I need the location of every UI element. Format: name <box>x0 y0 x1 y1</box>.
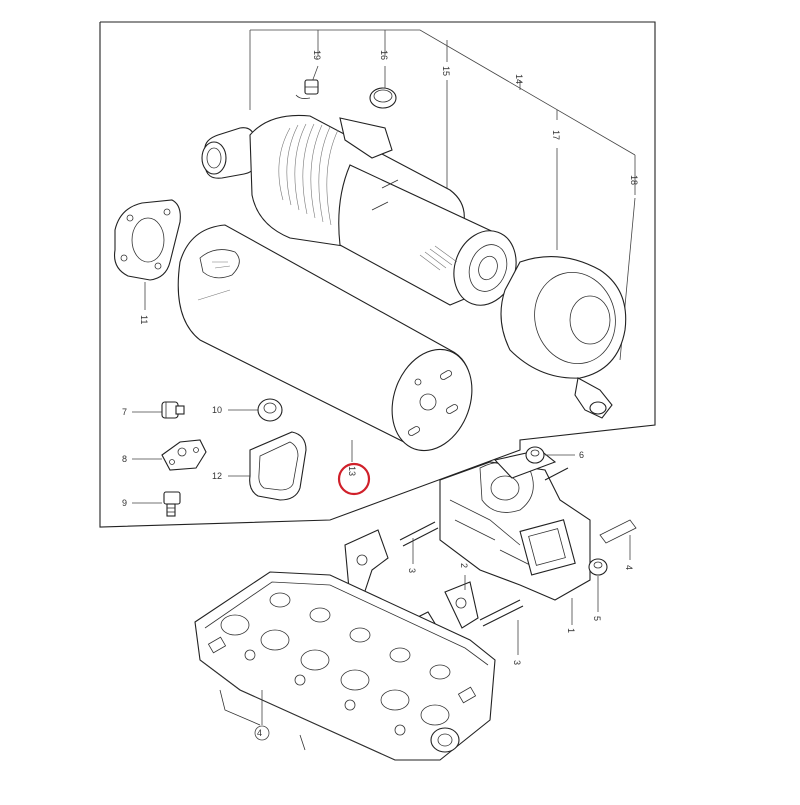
part-16-ring <box>369 87 397 109</box>
callout-3b: 3 <box>512 660 522 665</box>
callout-3a: 3 <box>407 568 417 573</box>
callout-11: 11 <box>139 315 149 324</box>
muffler-canister <box>177 224 473 452</box>
part-19-bolt <box>295 79 319 99</box>
part-5-nut-lower <box>588 558 608 576</box>
part-17-end-cap <box>500 256 627 419</box>
callout-6: 6 <box>579 450 584 460</box>
callout-10: 10 <box>212 405 222 415</box>
callout-4b-ring <box>254 725 270 741</box>
callout-14: 14 <box>514 74 524 84</box>
studs <box>399 467 637 627</box>
callout-15: 15 <box>441 66 451 76</box>
callout-17: 17 <box>551 130 561 140</box>
cylinder-head <box>194 571 496 761</box>
manifold-gasket-right <box>444 581 479 629</box>
exhaust-manifold <box>439 449 591 601</box>
callout-9: 9 <box>122 498 127 508</box>
leader-tree <box>249 29 636 195</box>
part-6-nut-upper <box>525 446 545 464</box>
part-9-plug <box>163 491 181 517</box>
callout-13: 13 <box>347 466 357 476</box>
part-11-gasket <box>113 199 181 281</box>
callout-7: 7 <box>122 407 127 417</box>
callout-2: 2 <box>459 563 469 568</box>
part-10-bushing <box>257 398 283 422</box>
group-frame <box>99 21 656 528</box>
air-cleaner-housing <box>201 114 517 306</box>
callout-18: 18 <box>629 175 639 185</box>
part-12-gasket <box>249 431 307 501</box>
highlight-circle-13 <box>337 462 371 496</box>
callout-12: 12 <box>212 471 222 481</box>
part-7-nut <box>161 401 185 419</box>
callout-5: 5 <box>592 616 602 621</box>
callout-19: 19 <box>312 50 322 60</box>
callout-16: 16 <box>379 50 389 60</box>
callout-1: 1 <box>566 628 576 633</box>
callout-4b: 4 <box>257 728 262 738</box>
part-8-flange <box>161 439 207 471</box>
callout-8: 8 <box>122 454 127 464</box>
callout-4: 4 <box>624 565 634 570</box>
